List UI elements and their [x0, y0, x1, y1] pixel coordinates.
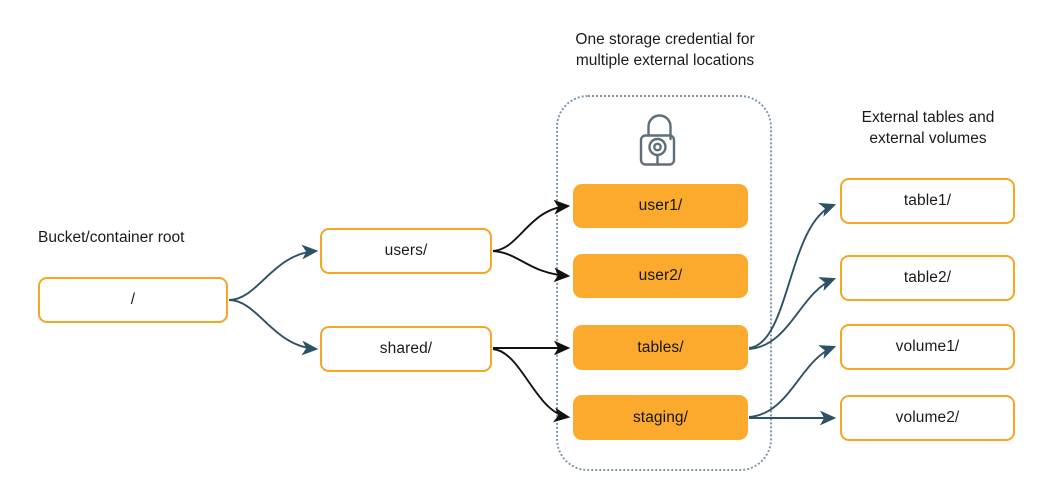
node-bucket-root[interactable]: / [38, 277, 228, 323]
node-tables-label: tables/ [637, 338, 684, 356]
node-volume2-label: volume2/ [895, 409, 960, 427]
padlock-icon [632, 113, 688, 171]
caption-bucket-root: Bucket/container root [38, 229, 185, 246]
edge-root-to-users [228, 244, 319, 301]
node-tables[interactable]: tables/ [573, 325, 748, 370]
node-table2[interactable]: table2/ [840, 255, 1015, 301]
node-user1-label: user1/ [638, 197, 683, 215]
caption-storage-credential: One storage credential for multiple exte… [575, 31, 755, 69]
node-staging-label: staging/ [632, 408, 689, 426]
node-bucket-root-label: / [130, 291, 136, 309]
node-volume2[interactable]: volume2/ [840, 395, 1015, 441]
node-user2[interactable]: user2/ [573, 254, 748, 298]
edge-root-to-shared [228, 299, 319, 356]
node-table2-label: table2/ [903, 269, 952, 287]
caption-external-tables-volumes: External tables and external volumes [861, 109, 995, 147]
node-shared-label: shared/ [379, 340, 433, 358]
node-volume1[interactable]: volume1/ [840, 324, 1015, 370]
node-table1-label: table1/ [903, 192, 952, 210]
node-user2-label: user2/ [638, 267, 683, 285]
node-users-label: users/ [384, 242, 428, 260]
node-volume1-label: volume1/ [895, 338, 960, 356]
node-shared[interactable]: shared/ [320, 326, 492, 372]
node-table1[interactable]: table1/ [840, 178, 1015, 224]
node-staging[interactable]: staging/ [573, 395, 748, 440]
node-users[interactable]: users/ [320, 228, 492, 274]
node-user1[interactable]: user1/ [573, 184, 748, 228]
